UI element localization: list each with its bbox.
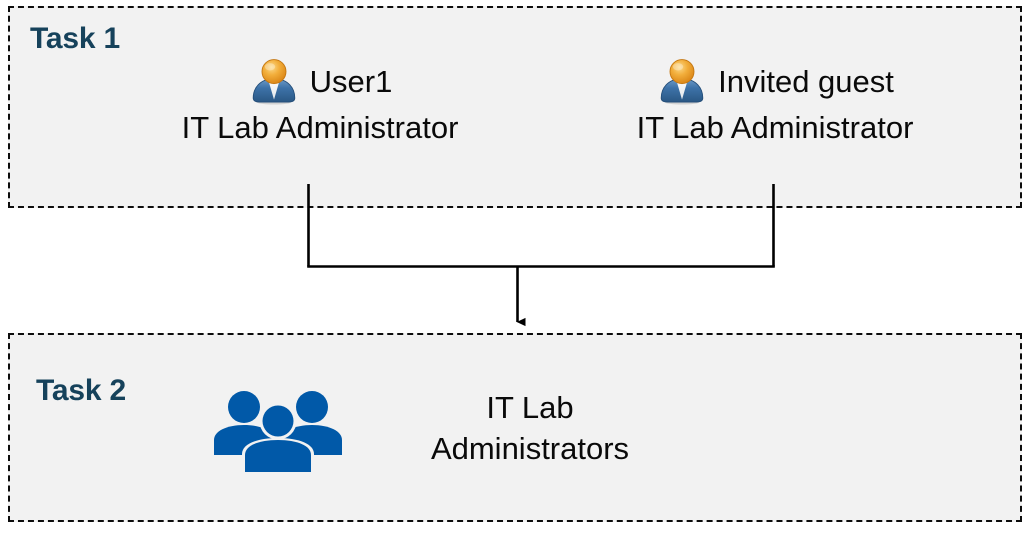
group-name-line-1: IT Lab (486, 390, 574, 425)
person-block-user1: User1 IT Lab Administrator (140, 57, 500, 148)
person-name-row: Invited guest (585, 57, 965, 107)
user-icon (660, 59, 704, 105)
person-role: IT Lab Administrator (181, 110, 459, 145)
person-name: User1 (309, 63, 393, 99)
group-name: IT Lab Administrators (390, 388, 670, 470)
person-name-row: User1 (140, 57, 500, 107)
task-1-label: Task 1 (30, 22, 120, 55)
task-2-container (8, 333, 1022, 522)
group-of-people-icon (214, 391, 342, 473)
task-2-label: Task 2 (36, 374, 126, 407)
task-1-container (8, 6, 1022, 208)
user-icon (252, 59, 295, 105)
group-name-line-2: Administrators (430, 430, 630, 466)
person-block-invited-guest: Invited guest IT Lab Administrator (585, 57, 965, 148)
person-role: IT Lab Administrator (636, 110, 914, 145)
person-name: Invited guest (718, 63, 894, 99)
